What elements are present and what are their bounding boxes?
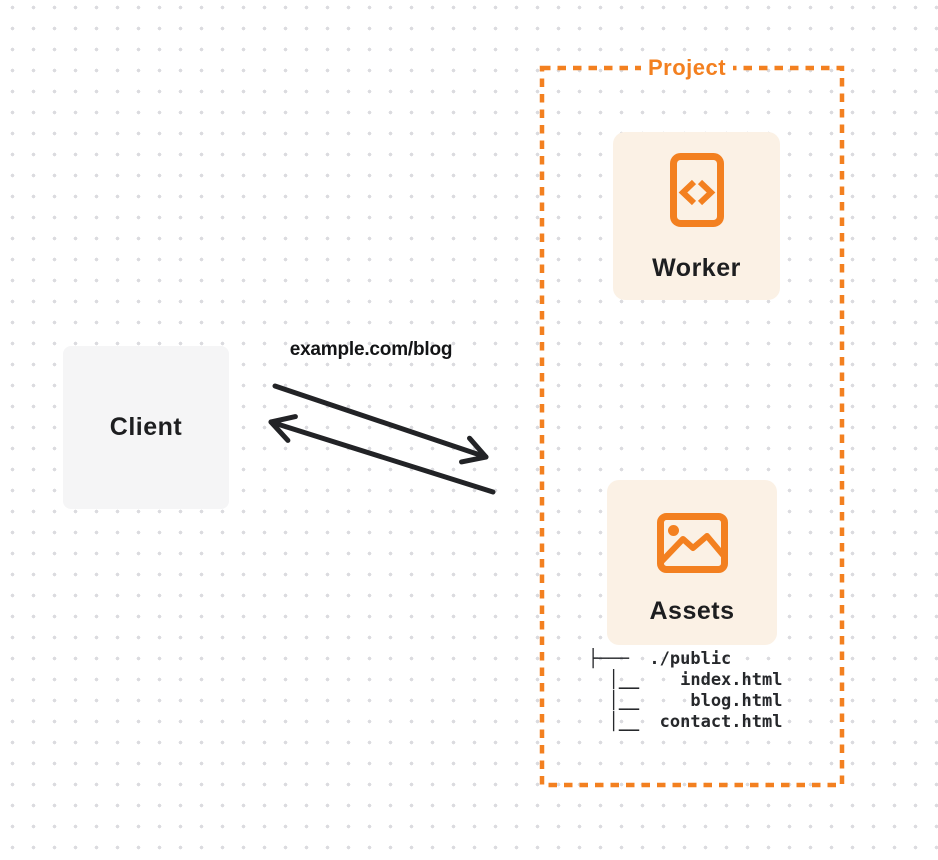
project-title: Project xyxy=(641,54,734,82)
tree-line-blog: │__ blog.html xyxy=(588,691,783,711)
tree-line-public: ├─── ./public xyxy=(588,649,732,669)
assets-file-tree: ├─── ./public │__ index.html │__ blog.ht… xyxy=(588,649,782,733)
assets-label: Assets xyxy=(649,597,735,625)
client-node: Client xyxy=(63,346,229,509)
response-arrowhead-icon xyxy=(268,414,298,443)
image-icon xyxy=(656,513,728,573)
worker-node: Worker xyxy=(613,132,780,300)
client-label: Client xyxy=(109,413,183,441)
response-arrow xyxy=(268,414,496,495)
worker-label: Worker xyxy=(652,254,741,282)
assets-node: Assets xyxy=(607,480,777,645)
tree-line-contact: │__ contact.html xyxy=(588,712,783,732)
request-url-label: example.com/blog xyxy=(289,339,453,360)
code-document-icon xyxy=(669,153,724,227)
request-arrow xyxy=(272,383,489,465)
tree-line-index: │__ index.html xyxy=(588,670,783,690)
request-arrowhead-icon xyxy=(459,435,489,465)
